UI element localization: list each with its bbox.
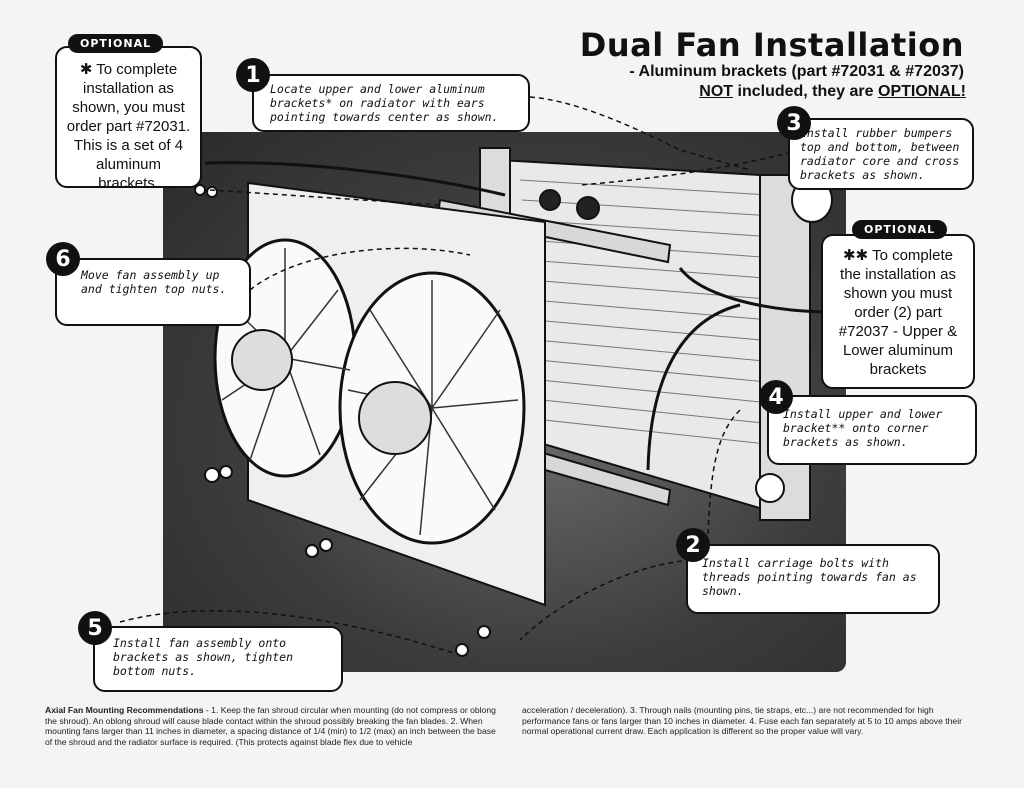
optional-tag-left: OPTIONAL [68,34,164,53]
recommendations-col-1: Axial Fan Mounting Recommendations - 1. … [45,705,503,747]
step-3-callout: Install rubber bumpers top and bottom, b… [788,118,974,190]
step-4-callout: Install upper and lower bracket** onto c… [767,395,977,465]
step-5-callout: Install fan assembly onto brackets as sh… [93,626,343,692]
step-3-number: 3 [777,106,811,140]
bolts [194,184,785,657]
subtitle: - Aluminum brackets (part #72031 & #7203… [629,63,964,80]
recommendations-heading: Axial Fan Mounting Recommendations [45,705,204,715]
double-asterisk-marker: ✱✱ [843,247,869,264]
step-5-text: Install fan assembly onto brackets as sh… [113,636,294,678]
solid-arrows [204,161,823,471]
step-2-text: Install carriage bolts with threads poin… [702,556,917,598]
step-6-text: Move fan assembly up and tighten top nut… [81,268,227,296]
step-2-number: 2 [676,528,710,562]
step-1-text: Locate upper and lower aluminum brackets… [270,82,499,124]
recommendations-text-2: acceleration / deceleration). 3. Through… [522,705,962,737]
optional-note-right-text: To complete the installation as shown yo… [838,247,958,378]
step-6-number: 6 [46,242,80,276]
page-title: Dual Fan Installation [579,26,964,64]
optional-emphasis: OPTIONAL! [878,83,966,100]
step-1-callout: Locate upper and lower aluminum brackets… [252,74,530,132]
recommendations-text-1: - 1. Keep the fan shroud circular when m… [45,705,496,747]
step-2-callout: Install carriage bolts with threads poin… [686,544,940,614]
step-6-callout: Move fan assembly up and tighten top nut… [55,258,251,326]
not-emphasis: NOT [699,83,734,100]
step-5-number: 5 [78,611,112,645]
asterisk-marker: ✱ [79,61,93,78]
step-1-number: 1 [236,58,270,92]
step-4-text: Install upper and lower bracket** onto c… [783,407,943,449]
fan-shroud [213,181,546,607]
subtitle-mid: included, they are [733,83,878,100]
subtitle-note: NOT included, they are OPTIONAL! [699,83,966,101]
step-3-text: Install rubber bumpers top and bottom, b… [800,126,960,182]
optional-note-right: ✱✱ To complete the installation as shown… [821,234,975,389]
step-4-number: 4 [759,380,793,414]
optional-note-left: ✱ To complete installation as shown, you… [55,46,202,192]
recommendations-col-2: acceleration / deceleration). 3. Through… [522,705,978,737]
optional-note-left-text: To complete installation as shown, you m… [66,61,191,192]
optional-tag-right: OPTIONAL [852,220,948,239]
leader-lines [119,96,801,656]
